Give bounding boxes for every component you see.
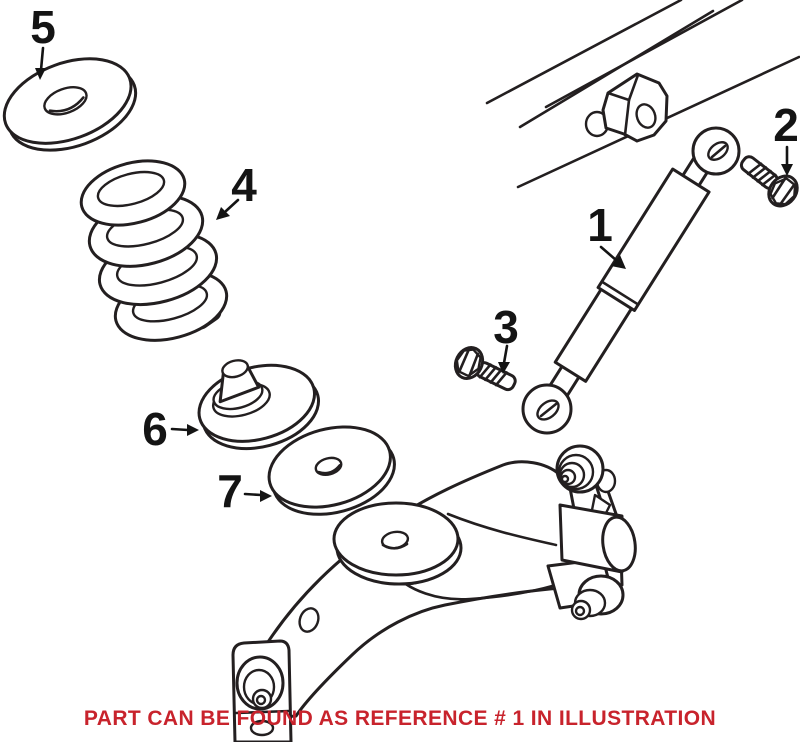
callout-label-6: 6: [142, 403, 168, 455]
spring-perch: [332, 501, 463, 586]
callout-arrows: [35, 46, 793, 502]
control-arm-front-bushing: [231, 639, 293, 742]
shock-absorber: [521, 126, 741, 435]
control-arm-rear-assembly: [546, 444, 637, 621]
callout-label-1: 1: [587, 199, 613, 251]
spring-seat-bump-stop: [197, 359, 321, 450]
shock-mount-bracket: [584, 72, 669, 143]
callout-label-2: 2: [773, 99, 799, 151]
callout-label-5: 5: [30, 1, 56, 53]
callout-label-7: 7: [217, 465, 243, 517]
bolt-lower: [453, 346, 517, 392]
lower-spring-washer: [267, 425, 396, 516]
callout-label-4: 4: [231, 159, 257, 211]
callout-label-3: 3: [493, 301, 519, 353]
reference-caption: PART CAN BE FOUND AS REFERENCE # 1 IN IL…: [83, 707, 717, 730]
bolt-upper: [739, 155, 799, 208]
coil-spring: [79, 159, 229, 342]
control-arm: [231, 444, 637, 742]
upper-spring-washer: [2, 57, 138, 152]
